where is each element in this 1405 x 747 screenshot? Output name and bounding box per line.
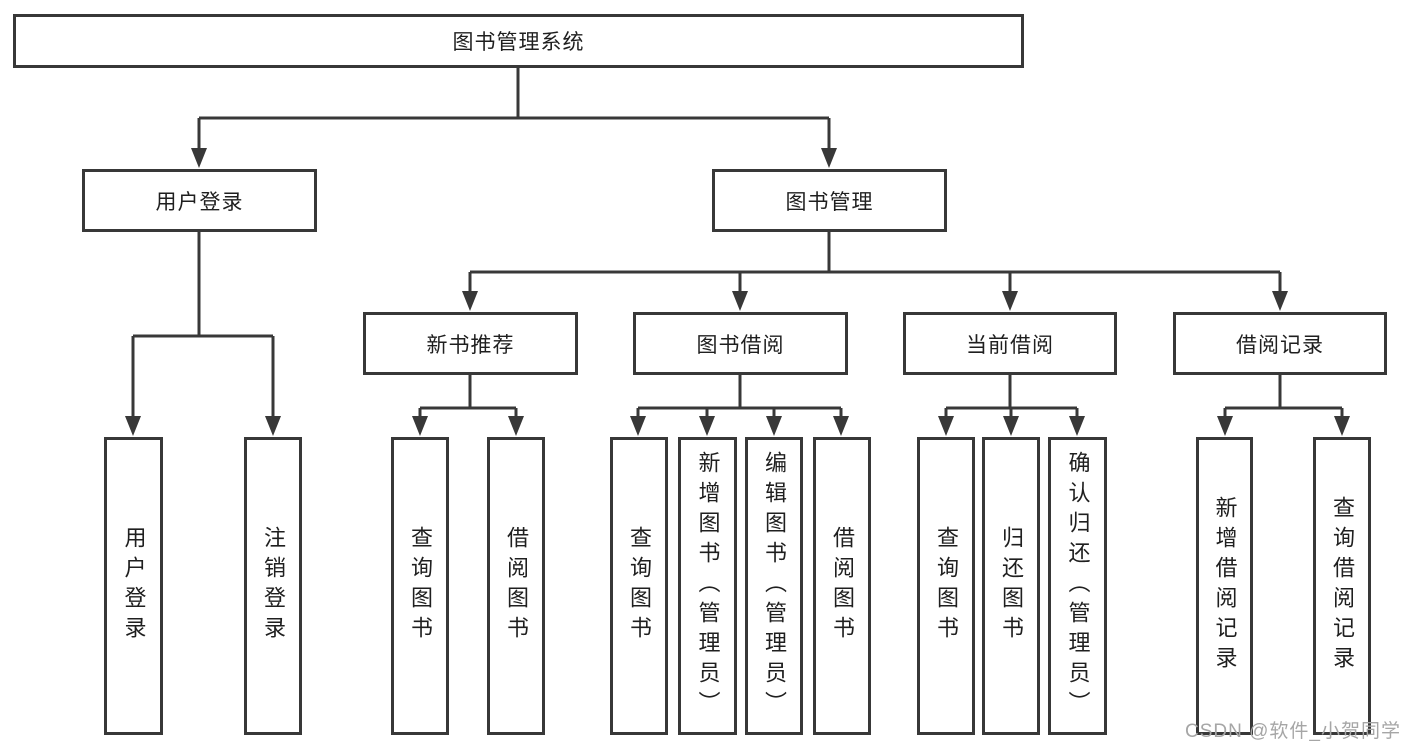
node-label: 用户登录 bbox=[121, 526, 147, 646]
leaf-query-books-borrowing: 查询图书 bbox=[610, 437, 668, 735]
leaf-logout: 注销登录 bbox=[244, 437, 302, 735]
node-label: 图书管理 bbox=[785, 190, 874, 214]
leaf-borrow-books-recommend: 借阅图书 bbox=[487, 437, 545, 735]
node-label: 查询借阅记录 bbox=[1330, 496, 1355, 676]
csdn-watermark: CSDN @软件_小贺同学 bbox=[1185, 721, 1401, 742]
node-label: 借阅图书 bbox=[504, 526, 529, 646]
node-new-book-recommend: 新书推荐 bbox=[363, 312, 578, 375]
node-book-management: 图书管理 bbox=[712, 169, 947, 232]
leaf-query-borrow-record: 查询借阅记录 bbox=[1313, 437, 1371, 735]
leaf-confirm-return-admin: 确认归还（管理员） bbox=[1048, 437, 1107, 735]
node-label: 图书借阅 bbox=[696, 333, 785, 357]
leaf-user-login: 用户登录 bbox=[104, 437, 163, 735]
node-label: 新增图书（管理员） bbox=[695, 451, 721, 721]
leaf-borrow-books-borrowing: 借阅图书 bbox=[813, 437, 871, 735]
node-label: 编辑图书（管理员） bbox=[762, 451, 787, 721]
node-book-borrowing: 图书借阅 bbox=[633, 312, 848, 375]
leaf-edit-books-admin: 编辑图书（管理员） bbox=[745, 437, 803, 735]
node-label: 查询图书 bbox=[627, 526, 652, 646]
node-library-system: 图书管理系统 bbox=[13, 14, 1024, 68]
leaf-return-books: 归还图书 bbox=[982, 437, 1040, 735]
leaf-query-books-current: 查询图书 bbox=[917, 437, 975, 735]
leaf-add-books-admin: 新增图书（管理员） bbox=[678, 437, 737, 735]
node-label: 用户登录 bbox=[155, 190, 244, 214]
node-label: 确认归还（管理员） bbox=[1065, 451, 1091, 721]
node-current-borrowing: 当前借阅 bbox=[903, 312, 1117, 375]
node-label: 注销登录 bbox=[261, 526, 286, 646]
node-label: 借阅图书 bbox=[830, 526, 855, 646]
node-label: 查询图书 bbox=[934, 526, 959, 646]
leaf-query-books-recommend: 查询图书 bbox=[391, 437, 449, 735]
node-borrowing-records: 借阅记录 bbox=[1173, 312, 1387, 375]
node-label: 归还图书 bbox=[999, 526, 1024, 646]
node-label: 借阅记录 bbox=[1236, 333, 1324, 357]
node-label: 新书推荐 bbox=[426, 333, 515, 357]
leaf-add-borrow-record: 新增借阅记录 bbox=[1196, 437, 1253, 735]
node-user-login: 用户登录 bbox=[82, 169, 317, 232]
node-label: 新增借阅记录 bbox=[1212, 496, 1238, 676]
node-label: 查询图书 bbox=[408, 526, 433, 646]
node-label: 图书管理系统 bbox=[452, 31, 585, 54]
node-label: 当前借阅 bbox=[966, 333, 1054, 357]
